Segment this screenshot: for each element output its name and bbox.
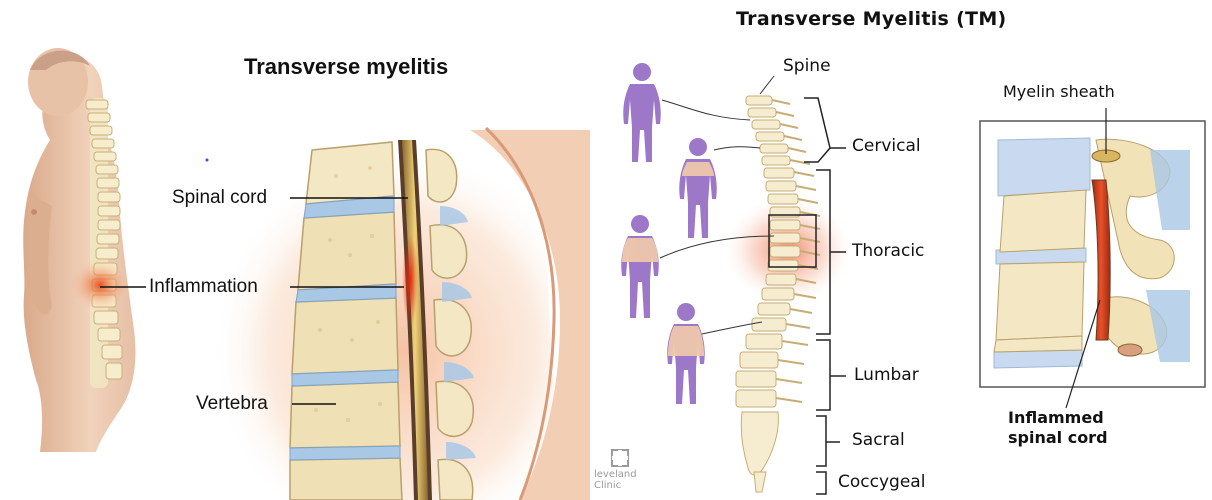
label-sacral: Sacral [852,432,905,449]
right-illustration: Transverse Myelitis (TM) Spine Cervical … [590,0,1212,500]
logo-line2: Clinic [594,480,654,491]
label-spinal-cord: Spinal cord [172,188,267,207]
label-inflammed-line1: Inflammed [1008,408,1104,427]
logo-line1: leveland [594,469,654,480]
label-cervical: Cervical [852,138,921,155]
right-title: Transverse Myelitis (TM) [736,10,1007,29]
label-thoracic: Thoracic [852,243,924,260]
body-inflammation-glow [70,259,130,311]
label-inflammed-line2: spinal cord [1008,428,1108,447]
spine-cross-section [210,128,590,500]
cleveland-clinic-logo-mark [612,450,628,466]
label-inflammation: Inflammation [149,277,258,296]
body-spine [86,98,122,388]
figure-3 [621,215,659,318]
human-body-figure [23,48,135,452]
label-vertebra: Vertebra [196,394,268,413]
left-title: Transverse myelitis [244,56,448,78]
figure-1 [623,63,661,162]
left-illustration: Transverse myelitis Spinal cord Inflamma… [0,0,590,500]
label-spine: Spine [783,58,831,75]
cord-inflammation [402,234,418,326]
label-myelin-sheath: Myelin sheath [1003,84,1115,100]
spine-column [736,96,800,492]
label-coccygeal: Coccygeal [838,474,925,491]
figure-2 [679,138,717,238]
cleveland-clinic-logo-text: leveland Clinic [594,469,654,491]
label-lumbar: Lumbar [854,367,919,384]
label-inflammed-spinal-cord: Inflammed spinal cord [1008,408,1108,448]
